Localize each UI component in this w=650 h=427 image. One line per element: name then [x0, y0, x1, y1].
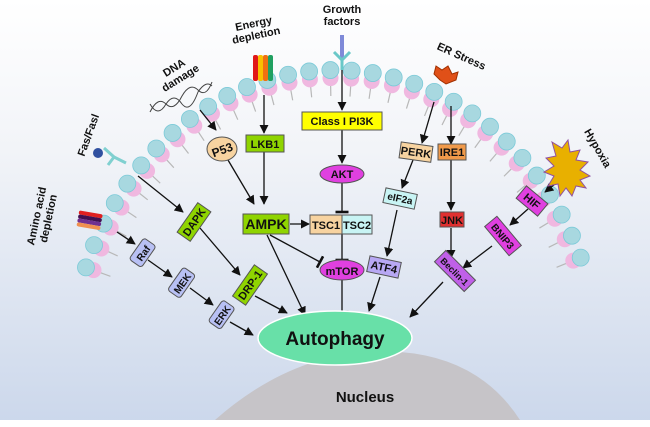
lipid-head-outer: [563, 226, 581, 245]
edge-hif-bnip3: [509, 208, 529, 226]
edge-drp1-autophagy: [254, 295, 288, 314]
lipid-head-outer: [527, 166, 546, 185]
edge-amino-raf: [116, 231, 136, 245]
lipid-head-outer: [497, 132, 516, 151]
svg-text:LKB1: LKB1: [251, 139, 280, 151]
hypoxia-burst-icon: [542, 138, 592, 198]
pathway-edges: [116, 68, 561, 336]
lipid-head-outer: [132, 156, 151, 175]
lipid-head-outer: [321, 61, 340, 79]
dna-helix-icon: [149, 81, 213, 113]
lipid-head-outer: [571, 248, 590, 267]
node-tsc1: TSC1: [312, 220, 340, 232]
node-eif2a: eIF2a: [382, 187, 418, 210]
node-perk: PERK: [398, 141, 434, 163]
lipid-head-outer: [77, 258, 95, 277]
lipid-head-outer: [463, 104, 482, 123]
edge-perk-eif2a: [400, 159, 414, 189]
node-mtor: mTOR: [319, 259, 365, 281]
edge-bnip3-beclin: [462, 245, 493, 269]
energy-channel-icon: [253, 55, 273, 81]
er-stress-receptor-icon: [433, 65, 459, 85]
edge-atf4-autophagy: [367, 276, 381, 312]
node-ire1: IRE1: [437, 143, 467, 161]
node-jnk: JNK: [439, 211, 465, 228]
node-hif: HIF: [515, 185, 549, 217]
edge-erk-autophagy: [229, 321, 254, 336]
svg-text:mTOR: mTOR: [326, 266, 359, 278]
svg-text:P53: P53: [210, 140, 235, 161]
lipid-head-outer: [105, 194, 124, 213]
autophagy-label: Autophagy: [285, 329, 385, 350]
fas-receptor-icon: [93, 146, 127, 166]
nucleus-label: Nucleus: [336, 389, 394, 406]
lipid-head-outer: [552, 205, 571, 224]
node-ampk: AMPK: [242, 213, 290, 235]
edge-mek-erk: [189, 287, 214, 306]
lipid-head-outer: [405, 74, 424, 93]
nucleus-shape: [215, 351, 520, 420]
lipid-head-outer: [363, 64, 382, 82]
svg-text:ATF4: ATF4: [369, 259, 398, 276]
lipid-head-outer: [513, 148, 532, 167]
edge-dapk-drp1: [199, 227, 241, 276]
bottom-margin: [0, 420, 650, 427]
lipid-head-outer: [180, 110, 199, 128]
edge-fas-dapk: [137, 175, 184, 213]
node-tsc2: TSC2: [343, 220, 371, 232]
lipid-head-outer: [163, 124, 182, 142]
lipid-head-outer: [147, 139, 166, 158]
edge-ampk-autophagy: [266, 234, 306, 316]
edge-dna-p53: [199, 109, 217, 131]
node-lkb1: LKB1: [245, 134, 285, 153]
cell-membrane: [77, 61, 590, 279]
edge-p53-ampk: [227, 159, 255, 205]
node-p53: P53: [206, 136, 238, 162]
edge-eif2a-atf4: [384, 209, 398, 257]
lipid-head-outer: [481, 117, 499, 136]
lipid-head-outer: [444, 92, 463, 111]
svg-text:AMPK: AMPK: [245, 216, 286, 232]
lipid-head-outer: [300, 62, 319, 81]
lipid-head-outer: [218, 87, 237, 105]
lipid-head-outer: [425, 82, 444, 101]
lipid-head-outer: [342, 61, 361, 80]
node-tsc-complex: TSC1 TSC2: [309, 214, 373, 235]
lipid-head-outer: [85, 236, 103, 255]
lipid-head-outer: [238, 78, 256, 96]
lipid-head-outer: [118, 174, 137, 193]
edge-raf-mek: [147, 259, 173, 278]
svg-text:AKT: AKT: [331, 169, 354, 181]
edge-er-perk: [419, 101, 435, 144]
node-atf4: ATF4: [366, 255, 402, 279]
lipid-head-outer: [279, 65, 297, 84]
svg-text:Class I PI3K: Class I PI3K: [311, 116, 374, 128]
autophagy-ellipse: [257, 310, 413, 366]
edge-beclin-autophagy: [409, 281, 444, 318]
lipid-head-outer: [199, 97, 218, 116]
node-akt: AKT: [319, 164, 365, 184]
svg-text:JNK: JNK: [441, 215, 463, 227]
edge-ampk-mtor: [269, 234, 325, 269]
amino-acid-transporter-icon: [76, 210, 103, 230]
growth-factor-receptor-icon: [332, 35, 352, 70]
svg-text:eIF2a: eIF2a: [386, 191, 414, 207]
svg-text:PERK: PERK: [400, 145, 432, 161]
lipid-head-outer: [384, 68, 403, 87]
svg-text:IRE1: IRE1: [440, 147, 464, 159]
node-class1-pi3k: Class I PI3K: [301, 111, 383, 131]
